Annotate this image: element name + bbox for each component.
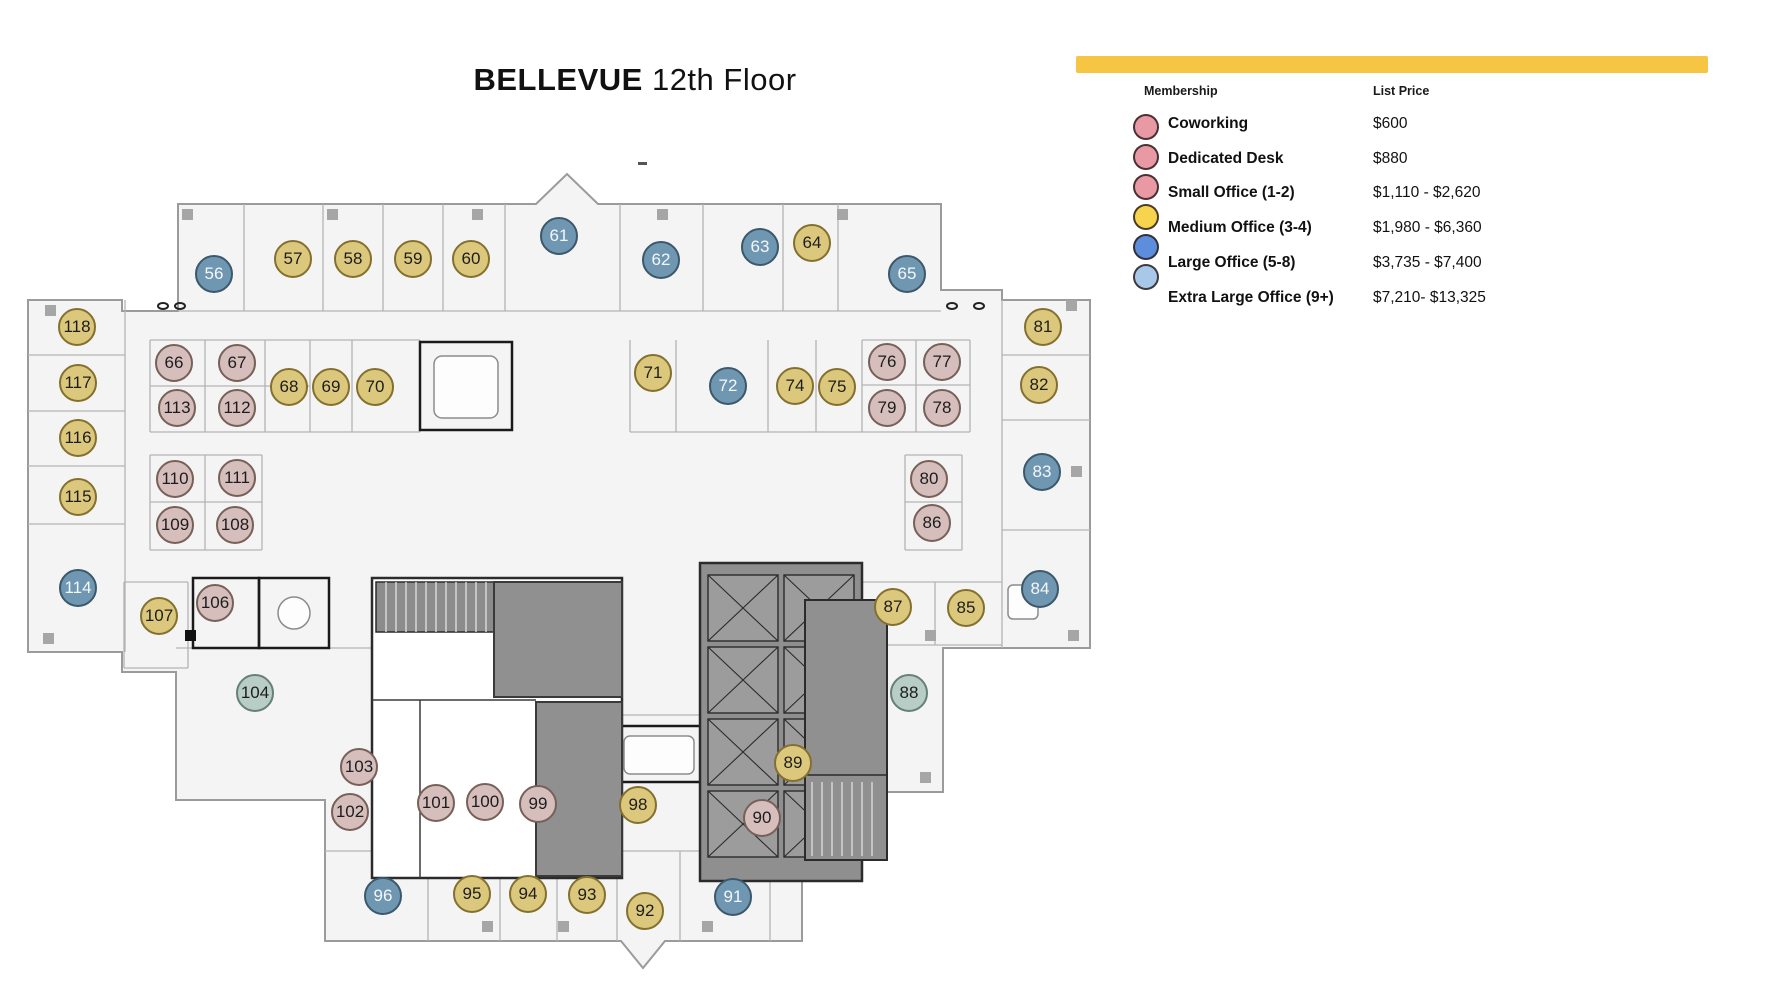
legend-dot [1133, 204, 1159, 230]
unit-marker-112[interactable]: 112 [218, 389, 256, 427]
unit-marker-89[interactable]: 89 [774, 744, 812, 782]
unit-marker-118[interactable]: 118 [58, 308, 96, 346]
unit-marker-98[interactable]: 98 [619, 786, 657, 824]
legend-dot [1133, 234, 1159, 260]
unit-marker-103[interactable]: 103 [340, 748, 378, 786]
unit-marker-83[interactable]: 83 [1023, 453, 1061, 491]
legend-dot [1133, 264, 1159, 290]
legend-dot [1133, 174, 1159, 200]
unit-marker-87[interactable]: 87 [874, 588, 912, 626]
unit-marker-99[interactable]: 99 [519, 785, 557, 823]
unit-marker-56[interactable]: 56 [195, 255, 233, 293]
legend-price: $1,980 - $6,360 [1373, 219, 1482, 237]
unit-marker-102[interactable]: 102 [331, 793, 369, 831]
title-building: BELLEVUE [473, 62, 643, 97]
core-right [804, 599, 888, 861]
legend-label: Extra Large Office (9+) [1168, 288, 1334, 306]
wall-marker [185, 630, 196, 641]
unit-marker-94[interactable]: 94 [509, 875, 547, 913]
title-floor: 12th Floor [651, 62, 797, 97]
unit-marker-80[interactable]: 80 [910, 460, 948, 498]
unit-marker-60[interactable]: 60 [452, 240, 490, 278]
legend-label: Small Office (1-2) [1168, 184, 1295, 202]
unit-marker-75[interactable]: 75 [818, 368, 856, 406]
unit-marker-107[interactable]: 107 [140, 597, 178, 635]
unit-marker-82[interactable]: 82 [1020, 366, 1058, 404]
unit-marker-59[interactable]: 59 [394, 240, 432, 278]
unit-marker-66[interactable]: 66 [155, 344, 193, 382]
unit-marker-71[interactable]: 71 [634, 354, 672, 392]
unit-marker-67[interactable]: 67 [218, 344, 256, 382]
unit-marker-77[interactable]: 77 [923, 343, 961, 381]
unit-marker-76[interactable]: 76 [868, 343, 906, 381]
unit-marker-117[interactable]: 117 [59, 364, 97, 402]
core-left [370, 576, 624, 880]
unit-marker-79[interactable]: 79 [868, 389, 906, 427]
legend-price: $1,110 - $2,620 [1373, 184, 1481, 202]
unit-marker-108[interactable]: 108 [216, 506, 254, 544]
legend-dot [1133, 114, 1159, 140]
unit-marker-113[interactable]: 113 [158, 389, 196, 427]
unit-marker-88[interactable]: 88 [890, 674, 928, 712]
unit-marker-96[interactable]: 96 [364, 877, 402, 915]
unit-marker-81[interactable]: 81 [1024, 308, 1062, 346]
unit-marker-62[interactable]: 62 [642, 241, 680, 279]
unit-marker-90[interactable]: 90 [743, 799, 781, 837]
unit-marker-104[interactable]: 104 [236, 674, 274, 712]
unit-marker-115[interactable]: 115 [59, 478, 97, 516]
unit-marker-78[interactable]: 78 [923, 389, 961, 427]
unit-marker-85[interactable]: 85 [947, 589, 985, 627]
page-title: BELLEVUE 12th Floor [330, 62, 940, 98]
unit-marker-106[interactable]: 106 [196, 584, 234, 622]
unit-marker-111[interactable]: 111 [218, 459, 256, 497]
unit-marker-100[interactable]: 100 [466, 783, 504, 821]
unit-marker-69[interactable]: 69 [312, 368, 350, 406]
legend-price: $3,735 - $7,400 [1373, 253, 1482, 271]
column-markers [43, 209, 1082, 932]
legend-label: Medium Office (3-4) [1168, 219, 1312, 237]
unit-marker-68[interactable]: 68 [270, 368, 308, 406]
legend-header-list-price: List Price [1373, 84, 1430, 98]
unit-marker-114[interactable]: 114 [59, 569, 97, 607]
legend-accent-bar [1076, 56, 1708, 73]
unit-marker-86[interactable]: 86 [913, 504, 951, 542]
unit-marker-63[interactable]: 63 [741, 228, 779, 266]
legend-price: $7,210- $13,325 [1373, 288, 1486, 306]
unit-marker-58[interactable]: 58 [334, 240, 372, 278]
unit-marker-101[interactable]: 101 [417, 784, 455, 822]
unit-marker-109[interactable]: 109 [156, 506, 194, 544]
unit-marker-61[interactable]: 61 [540, 217, 578, 255]
legend-dot [1133, 144, 1159, 170]
unit-marker-70[interactable]: 70 [356, 368, 394, 406]
legend-price: $600 [1373, 115, 1408, 132]
legend-label: Dedicated Desk [1168, 149, 1284, 167]
unit-marker-91[interactable]: 91 [714, 878, 752, 916]
unit-marker-74[interactable]: 74 [776, 367, 814, 405]
unit-marker-57[interactable]: 57 [274, 240, 312, 278]
unit-marker-84[interactable]: 84 [1021, 570, 1059, 608]
unit-marker-64[interactable]: 64 [793, 224, 831, 262]
unit-marker-72[interactable]: 72 [709, 367, 747, 405]
unit-marker-93[interactable]: 93 [568, 876, 606, 914]
unit-marker-92[interactable]: 92 [626, 892, 664, 930]
legend-header-membership: Membership [1144, 84, 1218, 98]
unit-marker-110[interactable]: 110 [156, 460, 194, 498]
legend-label: Large Office (5-8) [1168, 253, 1296, 271]
unit-marker-65[interactable]: 65 [888, 255, 926, 293]
legend-label: Coworking [1168, 115, 1249, 132]
unit-marker-116[interactable]: 116 [59, 419, 97, 457]
legend-price: $880 [1373, 149, 1408, 167]
unit-marker-95[interactable]: 95 [453, 875, 491, 913]
